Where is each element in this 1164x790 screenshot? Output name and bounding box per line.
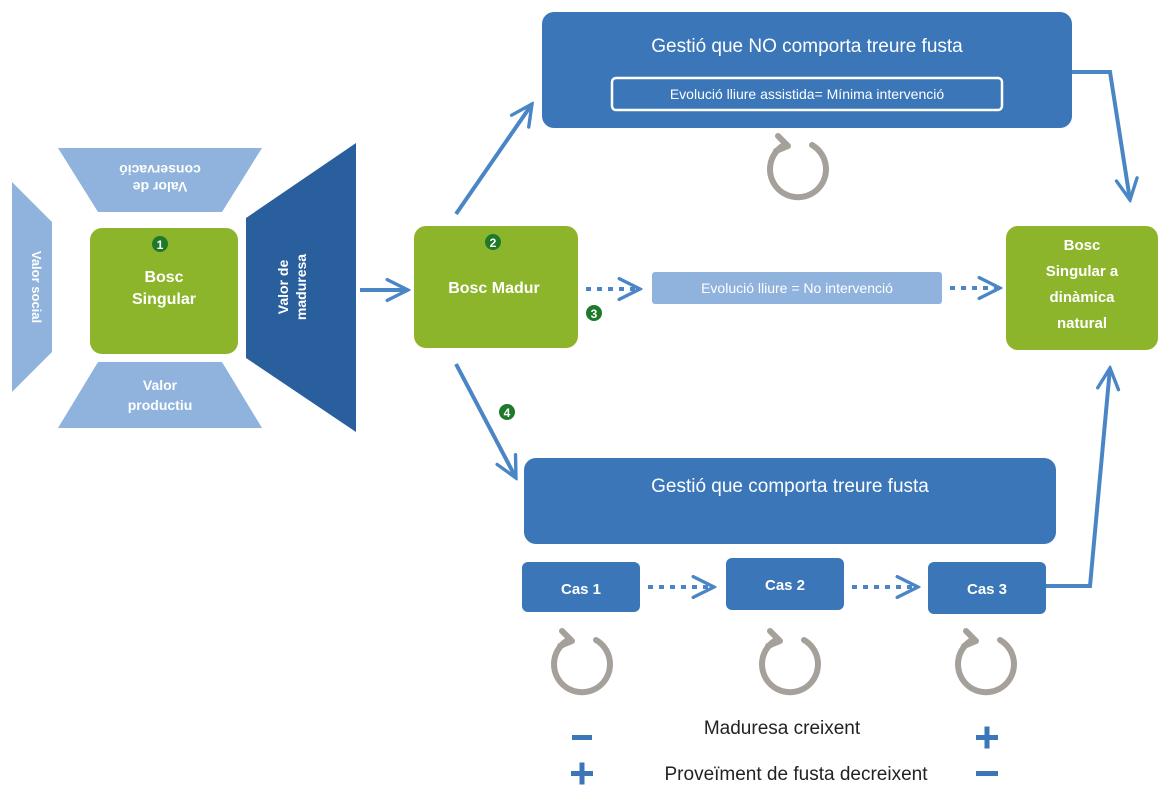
no-intervencio-bar [652,272,942,304]
proveiment-plus-sign [571,762,593,785]
badge-1 [152,236,168,252]
badge-4 [499,404,515,420]
top-gestio-box [542,12,1072,128]
arrow-top-to-final [1072,70,1130,200]
bosc-singular-line1: Bosc [144,269,183,286]
valor-social-label: Valor social [29,251,44,323]
valor-productiu-line1: Valor [143,377,178,393]
badge-1-number: 1 [157,238,164,252]
cycle-icon-cas2 [759,628,821,696]
proveiment-minus-sign [976,771,998,776]
maduresa-minus-sign [572,735,592,740]
valor-maduresa-line1: Valor de [275,260,291,315]
valor-maduresa-trapezoid [246,143,356,432]
arrow-to-bottom-box [454,363,518,478]
cycle-icon-cas3 [955,628,1017,696]
badge-4-number: 4 [504,406,511,420]
valor-productiu-trapezoid [58,362,262,428]
cas-2-box [726,558,844,610]
bottom-gestio-title: Gestió que comporta treure fusta [651,476,929,497]
top-gestio-title: Gestió que NO comporta treure fusta [651,36,963,57]
arrow-cas3-to-final [1046,368,1110,588]
cycle-icon-top [767,133,829,201]
valor-social-trapezoid [12,182,52,392]
bosc-singular-line2: Singular [132,291,196,308]
cas-3-label: Cas 3 [967,581,1007,598]
bosc-madur-box [414,226,578,348]
badge-2 [485,234,501,250]
final-line4: natural [1057,315,1107,332]
valor-productiu-line2: productiu [128,397,193,413]
bosc-madur-label: Bosc Madur [448,280,540,297]
proveiment-label: Proveïment de fusta decreixent [665,764,929,785]
cas-2-label: Cas 2 [765,577,805,594]
cas-1-box [522,562,640,612]
valor-conservacio-trapezoid [58,148,262,212]
badge-2-number: 2 [490,236,497,250]
arrow-to-top-box [454,104,532,216]
badge-3-number: 3 [591,307,598,321]
final-box [1006,226,1158,350]
valor-conservacio-line2: conservació [119,162,201,178]
final-line2: Singular a [1046,263,1119,280]
bosc-singular-box [90,228,238,354]
valor-conservacio-line1: Valor de [133,179,188,195]
cycle-icon-cas1 [551,628,613,696]
cas-1-label: Cas 1 [561,581,601,598]
bottom-gestio-box [524,458,1056,544]
final-line3: dinàmica [1049,289,1115,306]
final-line1: Bosc [1064,237,1101,254]
valor-maduresa-line2: maduresa [293,254,309,320]
maduresa-label: Maduresa creixent [704,718,861,739]
no-intervencio-label: Evolució lliure = No intervenció [701,280,893,296]
minima-intervencio-frame [610,76,1004,112]
cas-3-box [928,562,1046,614]
badge-3 [586,305,602,321]
minima-intervencio-label: Evolució lliure assistida= Mínima interv… [670,86,944,102]
maduresa-plus-sign [976,726,998,749]
